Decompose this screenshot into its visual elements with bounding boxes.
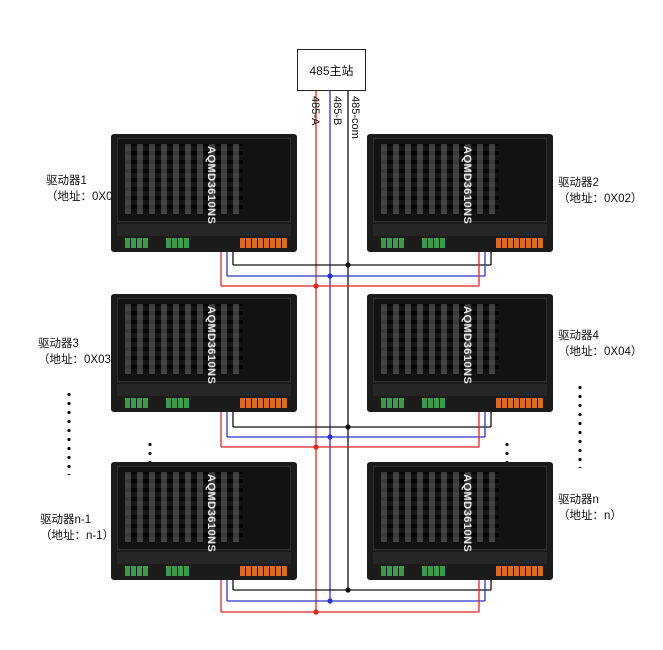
- driver-label-grid: [381, 304, 499, 374]
- driver-terminals: [381, 566, 445, 576]
- ellipsis-dots-left: [67, 390, 71, 475]
- driver-terminal-strip: [117, 384, 291, 396]
- driver-terminals: [381, 238, 445, 248]
- driver-4-label: 驱动器4 （地址：0X04）: [558, 328, 642, 360]
- wire-label-b: 485-B: [331, 96, 343, 126]
- driver-4-name: 驱动器4: [558, 330, 599, 342]
- driver-terminal-strip: [373, 224, 547, 236]
- driver-terminal-strip: [117, 552, 291, 564]
- driver-label-grid: [125, 472, 243, 542]
- driver-1: AQMD3610NS: [111, 134, 297, 252]
- driver-2-address: （地址：0X02）: [558, 193, 643, 205]
- driver-terminal-strip: [117, 224, 291, 236]
- driver-3: AQMD3610NS: [111, 294, 297, 412]
- master-station-label: 485主站: [309, 63, 354, 78]
- driver-1-label: 驱动器1 （地址：0X01）: [46, 173, 130, 205]
- driver-485-terminals: [496, 566, 543, 576]
- row-1-a-junction: [313, 283, 319, 289]
- driver-terminals: [125, 566, 189, 576]
- driver-label-grid: [381, 144, 499, 214]
- row-3-b-junction: [327, 598, 333, 604]
- driver-2: AQMD3610NS: [367, 134, 553, 252]
- driver-n-minus-1-model: AQMD3610NS: [204, 474, 217, 553]
- driver-485-terminals: [496, 398, 543, 408]
- ellipsis-dots-right-short: [505, 440, 509, 462]
- driver-485-terminals: [496, 238, 543, 248]
- driver-terminals: [381, 398, 445, 408]
- driver-4-model: AQMD3610NS: [460, 306, 473, 385]
- driver-3-label: 驱动器3 （地址：0X03）: [38, 336, 122, 368]
- driver-1-address: （地址：0X01）: [46, 191, 131, 203]
- row-3-com-junction: [345, 587, 351, 593]
- driver-n-name: 驱动器n: [558, 494, 599, 506]
- row-2-b-junction: [327, 434, 333, 440]
- driver-n-label: 驱动器n （地址：n）: [558, 492, 622, 524]
- driver-1-model: AQMD3610NS: [204, 146, 217, 225]
- driver-4: AQMD3610NS: [367, 294, 553, 412]
- row-2-a-junction: [313, 444, 319, 450]
- driver-label-grid: [125, 304, 243, 374]
- driver-3-model: AQMD3610NS: [204, 306, 217, 385]
- driver-terminals: [125, 398, 189, 408]
- driver-2-model: AQMD3610NS: [460, 146, 473, 225]
- driver-3-address: （地址：0X03）: [38, 354, 123, 366]
- driver-terminal-strip: [373, 552, 547, 564]
- row-3-a-junction: [313, 609, 319, 615]
- driver-n-minus-1-address: （地址：n-1）: [40, 530, 115, 542]
- driver-1-name: 驱动器1: [46, 175, 87, 187]
- ellipsis-dots-left-short: [148, 440, 152, 462]
- driver-label-grid: [125, 144, 243, 214]
- driver-3-name: 驱动器3: [38, 338, 79, 350]
- driver-terminals: [125, 238, 189, 248]
- ellipsis-dots-right: [578, 383, 582, 468]
- row-1-com-junction: [345, 262, 351, 268]
- wire-label-a: 485-A: [309, 96, 321, 126]
- driver-2-name: 驱动器2: [558, 177, 599, 189]
- driver-n-minus-1: AQMD3610NS: [111, 462, 297, 580]
- driver-n-minus-1-label: 驱动器n-1 （地址：n-1）: [40, 512, 114, 544]
- driver-485-terminals: [240, 238, 287, 248]
- driver-terminal-strip: [373, 384, 547, 396]
- driver-n-address: （地址：n）: [558, 510, 622, 522]
- driver-n: AQMD3610NS: [367, 462, 553, 580]
- driver-485-terminals: [240, 566, 287, 576]
- wire-label-com: 485-com: [349, 96, 361, 139]
- driver-n-minus-1-name: 驱动器n-1: [40, 514, 92, 526]
- driver-4-address: （地址：0X04）: [558, 346, 643, 358]
- row-2-com-junction: [345, 424, 351, 430]
- master-station-box: 485主站: [297, 49, 366, 91]
- driver-485-terminals: [240, 398, 287, 408]
- row-1-b-junction: [327, 273, 333, 279]
- driver-2-label: 驱动器2 （地址：0X02）: [558, 175, 642, 207]
- driver-label-grid: [381, 472, 499, 542]
- driver-n-model: AQMD3610NS: [460, 474, 473, 553]
